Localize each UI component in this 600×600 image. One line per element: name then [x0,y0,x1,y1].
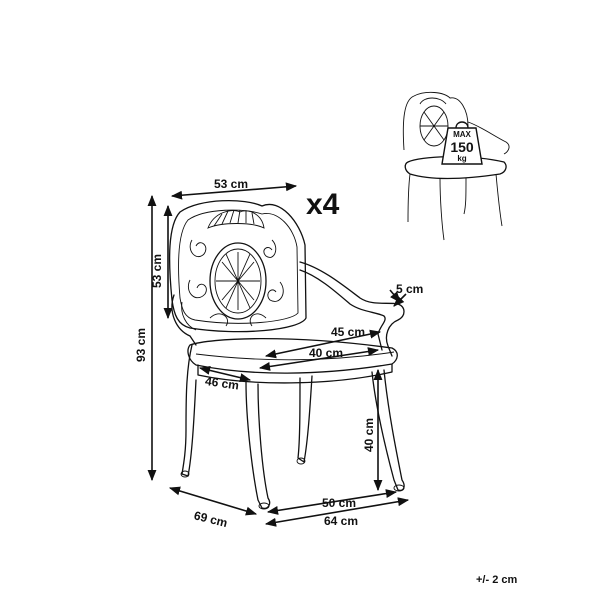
label-total-width: 64 cm [324,514,358,528]
dim-line-seat-depth [198,365,252,383]
label-seat-depth: 46 cm [204,374,240,393]
dim-line-base-depth [168,486,258,516]
weight-icon [441,127,483,165]
dim-line-top-width [170,182,298,200]
dim-line-seat-inner [258,347,380,371]
label-total-height: 93 cm [134,328,148,362]
label-arm-width: 5 cm [396,282,423,296]
label-base-depth: 69 cm [193,508,229,530]
label-top-width: 53 cm [214,177,248,191]
chair-illustration [168,199,405,510]
quantity-label: x4 [306,188,340,221]
dim-line-total-width [264,497,410,527]
max-load-value: 150 [450,139,474,155]
dimension-lines [147,182,410,527]
label-seat-height: 40 cm [362,418,376,452]
max-load-label: MAX [453,130,471,139]
tolerance-note: +/- 2 cm [476,574,517,586]
dim-line-arm-width-2 [389,289,401,303]
label-seat-inner: 40 cm [309,346,343,360]
label-seat-outer: 45 cm [331,325,365,339]
label-back-height: 53 cm [150,254,164,288]
max-load-thumbnail: MAX 150 kg [402,91,510,241]
max-load-unit: kg [457,154,466,163]
dimension-labels: 53 cm 53 cm 93 cm 5 cm 45 cm 40 cm 46 cm… [134,177,423,530]
label-base-width: 50 cm [322,496,356,510]
